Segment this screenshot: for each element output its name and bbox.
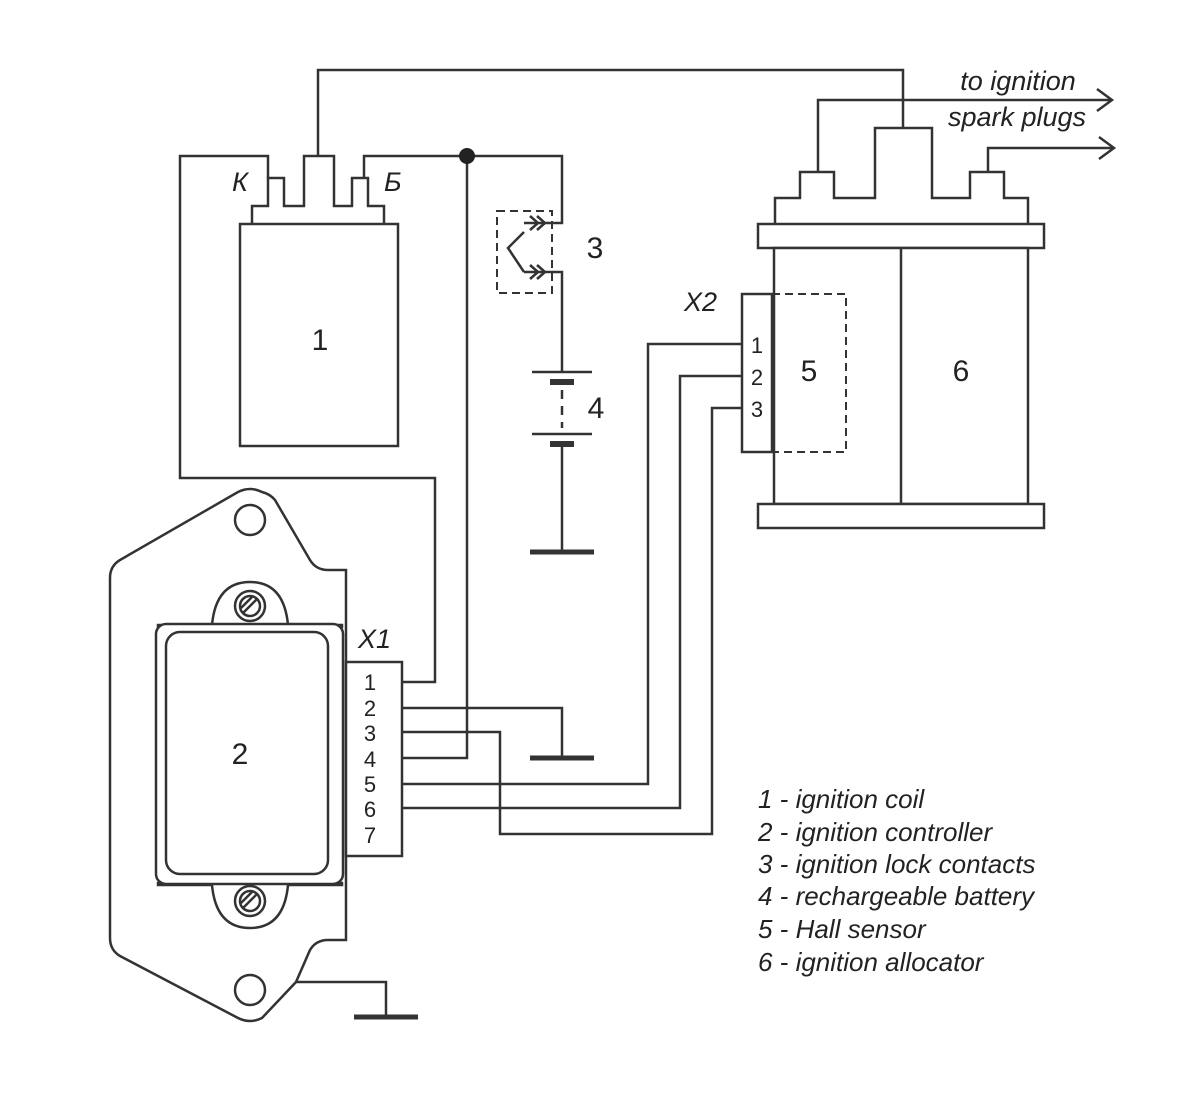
wire-x1-pin2-to-ground: [402, 706, 564, 758]
x1-connector-label: X1: [357, 624, 391, 654]
wire-x1-pin5-to-x2-pin1: [402, 342, 742, 786]
lock-chevron-bottom-2: [536, 264, 547, 280]
wire-x1-pin6-to-x2-pin2: [402, 374, 742, 810]
x1-pin-6: 6: [364, 797, 376, 822]
screw-boss-bottom: [156, 881, 344, 930]
x2-connector-label: X2: [683, 287, 717, 317]
ignition-lock: 3: [496, 210, 604, 294]
lock-chevron-bottom: [529, 264, 540, 280]
ignition-allocator: 6: [756, 126, 1046, 530]
controller-mount-hole-top: [233, 503, 267, 537]
output-label-line2: spark plugs: [948, 102, 1086, 132]
wire-lock-to-battery: [550, 270, 564, 372]
hall-sensor: 5 X2 1 2 3: [683, 287, 847, 454]
screw-bottom: [233, 884, 267, 918]
ground-symbols: [354, 549, 594, 1020]
x1-connector: [344, 660, 404, 858]
hall-sensor-number: 5: [801, 355, 818, 388]
junction-dot: [459, 148, 475, 164]
output-label-line1: to ignition: [960, 66, 1076, 96]
wire-allocator-left-to-plugs: [816, 98, 1110, 172]
lock-number: 3: [587, 232, 604, 265]
controller-number: 2: [232, 738, 249, 771]
coil-terminal-b-label: Б: [384, 167, 402, 197]
coil-terminal-k-label: К: [232, 167, 250, 197]
allocator-top-flange: [756, 222, 1046, 250]
wire-controller-to-ground: [296, 980, 388, 1017]
legend-item-1: 1 - ignition coil: [758, 784, 925, 814]
legend-item-6: 6 - ignition allocator: [758, 947, 985, 977]
x1-pin-2: 2: [364, 696, 376, 721]
legend: 1 - ignition coil 2 - ignition controlle…: [757, 784, 1036, 977]
lock-chevron-top: [529, 215, 540, 231]
coil-terminal-cap: [250, 154, 386, 224]
lock-dashed-box: [496, 210, 553, 294]
controller-panel-inner: [164, 630, 330, 876]
legend-item-4: 4 - rechargeable battery: [758, 881, 1036, 911]
battery: 4: [532, 370, 605, 447]
ignition-controller: 2 X1 1 2 3 4 5 6 7: [108, 487, 404, 1023]
wire-allocator-right-to-plugs: [986, 146, 1112, 172]
x1-pin-7: 7: [364, 823, 376, 848]
wires: [178, 68, 1117, 1017]
wire-coil-k-to-x1-pin1: [178, 154, 437, 684]
allocator-number: 6: [953, 355, 970, 388]
x2-pin-1: 1: [751, 333, 763, 358]
legend-item-3: 3 - ignition lock contacts: [758, 849, 1035, 879]
legend-item-5: 5 - Hall sensor: [758, 914, 927, 944]
lock-chevron-top-2: [536, 215, 547, 231]
legend-item-2: 2 - ignition controller: [757, 817, 993, 847]
wire-coil-b-to-lock: [362, 154, 564, 225]
ignition-coil: 1 К Б: [232, 154, 402, 448]
coil-number: 1: [312, 324, 329, 357]
controller-mount-hole-bottom: [233, 973, 267, 1007]
wire-x1-pin3-to-x2-pin3: [402, 406, 742, 836]
lock-switch-blade: [506, 231, 526, 273]
arrow-head-upper: [1096, 87, 1115, 113]
allocator-cap: [773, 126, 1030, 224]
x1-pin-4: 4: [364, 747, 376, 772]
wire-coil-hv-to-allocator: [316, 68, 905, 156]
coil-body: [238, 222, 400, 448]
allocator-base-flange: [756, 502, 1046, 530]
x1-pin-5: 5: [364, 772, 376, 797]
x1-pin-3: 3: [364, 721, 376, 746]
battery-number: 4: [588, 392, 605, 425]
arrow-head-lower: [1098, 135, 1117, 161]
x2-pin-3: 3: [751, 397, 763, 422]
screw-top: [233, 589, 267, 623]
wire-junction-to-x1-pin4: [402, 156, 469, 760]
x2-connector: [740, 292, 774, 454]
x2-pin-2: 2: [751, 365, 763, 390]
x1-pin-1: 1: [364, 670, 376, 695]
